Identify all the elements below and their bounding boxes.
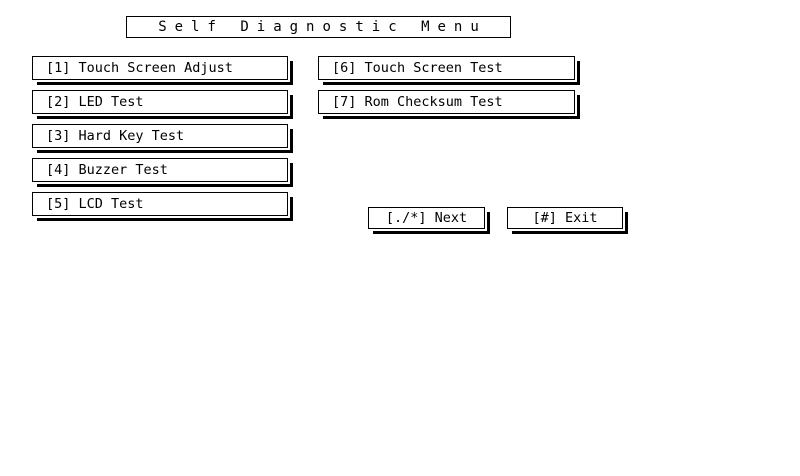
menu-button-touch-screen-test[interactable]: [6] Touch Screen Test [318, 56, 575, 80]
next-button[interactable]: [./*] Next [368, 207, 485, 229]
page-title: Self Diagnostic Menu [126, 16, 511, 38]
menu-button-touch-screen-adjust[interactable]: [1] Touch Screen Adjust [32, 56, 288, 80]
exit-button[interactable]: [#] Exit [507, 207, 623, 229]
menu-button-led-test[interactable]: [2] LED Test [32, 90, 288, 114]
menu-button-hard-key-test[interactable]: [3] Hard Key Test [32, 124, 288, 148]
menu-button-rom-checksum-test[interactable]: [7] Rom Checksum Test [318, 90, 575, 114]
menu-button-buzzer-test[interactable]: [4] Buzzer Test [32, 158, 288, 182]
menu-button-lcd-test[interactable]: [5] LCD Test [32, 192, 288, 216]
